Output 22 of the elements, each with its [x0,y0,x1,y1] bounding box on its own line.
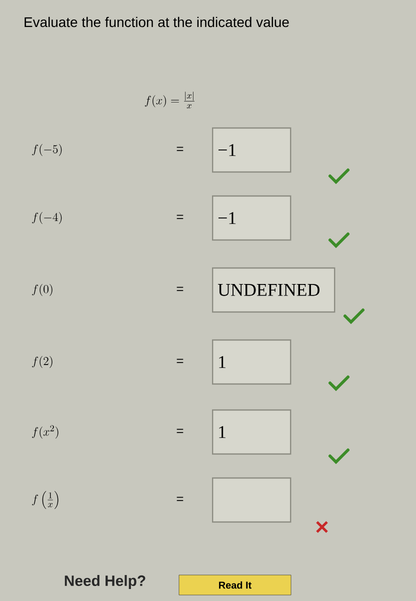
help-text: Need Help? [64,575,146,589]
function-formula: $f(x) = \frac{|x|}{x}$ [144,92,194,108]
read-it-button: Read It [178,574,292,596]
answer-box: −1 [212,195,292,241]
function-value: $f(-5)$ [32,144,62,156]
equals-sign: = [176,496,184,501]
equals-sign: = [176,358,184,363]
answer-box [212,477,292,523]
function-value: $f(-4)$ [32,212,62,224]
equals-sign: = [176,214,184,219]
function-value: $f(2)$ [32,356,52,368]
equals-sign: = [176,428,184,433]
function-value: $f\left(\frac{1}{x}\right)$ [32,491,58,509]
answer-box: UNDEFINED [212,267,336,313]
equals-sign: = [176,146,184,151]
answer-box: 1 [212,409,292,455]
instruction-text: Evaluate the function at the indicated value [24,16,289,28]
function-value: $f(0)$ [32,284,52,296]
function-value: $f(x^{2})$ [32,425,58,439]
equals-sign: = [176,286,184,291]
answer-box: 1 [212,339,292,385]
answer-box: −1 [212,127,292,173]
